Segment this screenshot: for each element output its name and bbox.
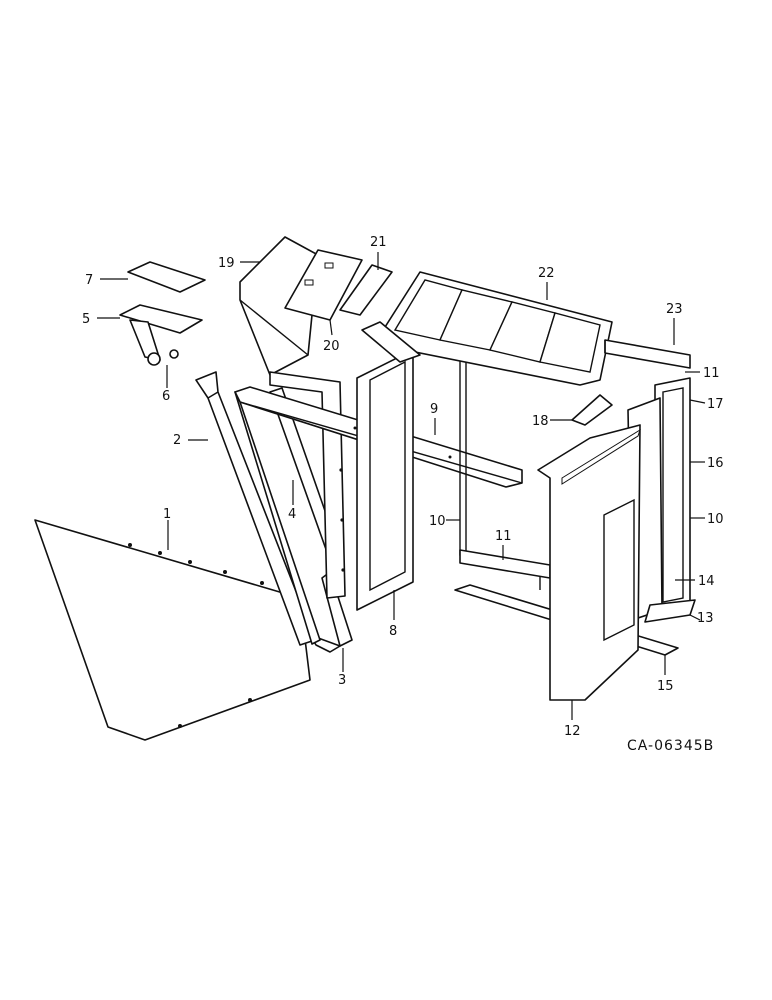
- part-10-rear-frame: [459, 330, 551, 590]
- callout-12: 12: [564, 724, 581, 739]
- callout-15: 15: [657, 679, 674, 694]
- part-16-right-frame: [654, 377, 691, 613]
- callout-8: 8: [389, 624, 397, 639]
- part-20-bracket: [284, 249, 363, 321]
- part-8-frame: [356, 349, 414, 611]
- part-7-plate: [127, 261, 206, 293]
- callout-10-right: 10: [707, 512, 724, 527]
- callout-11-upper: 11: [703, 366, 720, 381]
- callout-19: 19: [218, 256, 235, 271]
- part-19-shroud: [239, 236, 319, 376]
- callout-13: 13: [697, 611, 714, 626]
- callout-3: 3: [338, 673, 346, 688]
- callout-2: 2: [173, 433, 181, 448]
- callout-21: 21: [370, 235, 387, 250]
- callout-22: 22: [538, 266, 555, 281]
- part-21-bracket: [339, 264, 393, 316]
- callout-10-rear: 10: [429, 514, 446, 529]
- callout-17: 17: [707, 397, 724, 412]
- drawing-reference-code: CA-06345B: [627, 738, 714, 754]
- part-6-bushing: [147, 349, 179, 366]
- callout-5: 5: [82, 312, 90, 327]
- callout-14: 14: [698, 574, 715, 589]
- callout-7: 7: [85, 273, 93, 288]
- leader-lines: [97, 252, 706, 720]
- callout-6: 6: [162, 389, 170, 404]
- part-5-mount: [119, 304, 203, 361]
- callout-18: 18: [532, 414, 549, 429]
- callout-16: 16: [707, 456, 724, 471]
- part-22-top-frame: [361, 271, 613, 386]
- callout-4: 4: [288, 507, 296, 522]
- callout-labels: 1 2 3 4 5 6 7 8 9 10 10 11 11 12 13 14 1…: [82, 235, 724, 739]
- part-23-top-rail: [604, 339, 691, 369]
- part-18-gusset: [571, 394, 613, 426]
- callout-9: 9: [430, 402, 438, 417]
- callout-20: 20: [323, 339, 340, 354]
- callout-23: 23: [666, 302, 683, 317]
- part-12-side-panel: [537, 424, 641, 701]
- callout-1: 1: [163, 507, 171, 522]
- callout-11-lower: 11: [495, 529, 512, 544]
